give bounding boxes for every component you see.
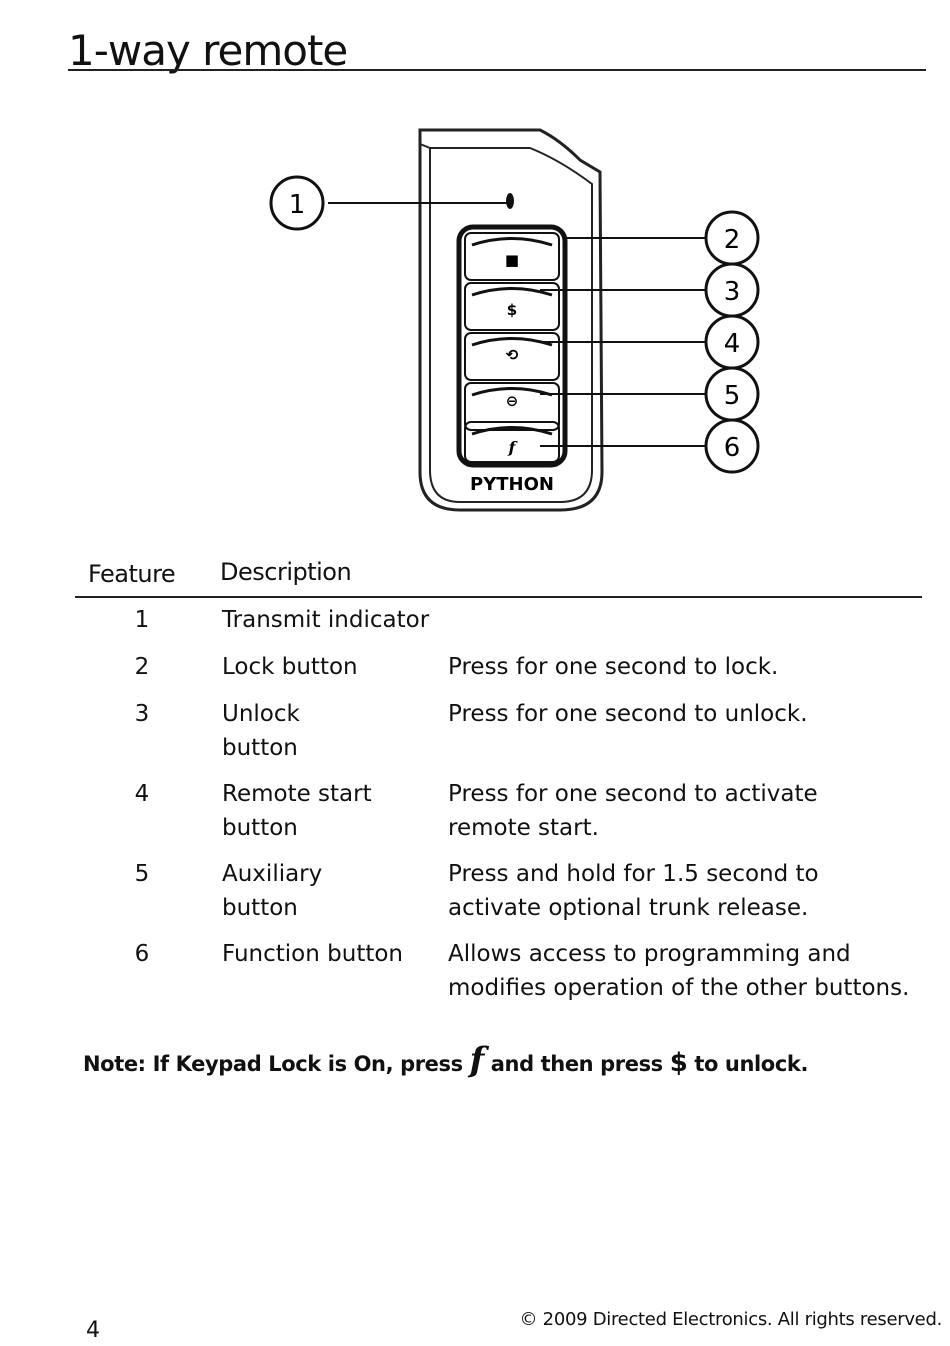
feature-number: 1 <box>134 607 150 633</box>
transmit-led <box>506 193 514 209</box>
feature-number: 3 <box>134 701 150 727</box>
callout-3: 3 <box>704 262 760 318</box>
lock-icon: ■ <box>505 251 519 269</box>
svg-text:6: 6 <box>724 433 741 463</box>
feature-number: 4 <box>134 781 150 807</box>
callout-1: 1 <box>269 175 325 231</box>
feature-number: 2 <box>134 654 150 680</box>
unlock-icon: $ <box>507 301 517 319</box>
feature-number: 6 <box>134 941 150 967</box>
aux-icon: ⊖ <box>506 392 519 410</box>
svg-text:2: 2 <box>724 225 741 255</box>
copyright-notice: © 2009 Directed Electronics. All rights … <box>519 1309 943 1330</box>
feature-name: Lock button <box>222 654 358 680</box>
column-header-feature: Feature <box>88 560 176 588</box>
unlock-symbol: $ <box>669 1048 688 1078</box>
feature-description: Press for one second to activate remote … <box>448 781 818 841</box>
function-symbol: f <box>469 1040 485 1080</box>
page-number: 4 <box>86 1318 100 1343</box>
callout-5: 5 <box>704 366 760 422</box>
callout-4: 4 <box>704 314 760 370</box>
feature-description: Press and hold for 1.5 second to activat… <box>448 861 819 921</box>
remote-start-icon: ⟲ <box>506 346 519 364</box>
svg-text:5: 5 <box>724 381 741 411</box>
note-text-start: Note: If Keypad Lock is On, press <box>83 1052 463 1076</box>
feature-description: Press for one second to lock. <box>448 654 779 680</box>
note-text-middle: and then press <box>490 1052 663 1076</box>
table-header-rule <box>75 596 922 598</box>
feature-name: Unlock button <box>222 701 300 761</box>
note-text-end: to unlock. <box>694 1052 809 1076</box>
keypad-frame <box>456 224 568 468</box>
callout-2: 2 <box>704 210 760 266</box>
feature-name: Transmit indicator <box>222 607 430 633</box>
feature-number: 5 <box>134 861 150 887</box>
feature-description: Press for one second to unlock. <box>448 701 808 727</box>
function-icon: f <box>508 438 519 457</box>
callout-6: 6 <box>704 418 760 474</box>
svg-text:1: 1 <box>289 190 306 220</box>
feature-description: Allows access to programming and modifie… <box>448 941 910 1001</box>
svg-text:3: 3 <box>724 277 741 307</box>
keypad-lock-note: Note: If Keypad Lock is On, press f and … <box>83 1040 808 1080</box>
feature-name: Function button <box>222 941 404 967</box>
title-underline <box>68 69 926 71</box>
column-header-description: Description <box>220 558 352 586</box>
remote-body-outline <box>418 128 604 512</box>
remote-body-inner <box>429 147 593 503</box>
remote-diagram: ■ $ ⟲ ⊖ f PYTHON 1 2 3 4 5 6 <box>269 128 760 512</box>
brand-logo: PYTHON <box>470 474 554 495</box>
feature-name: Remote start button <box>222 781 372 841</box>
svg-text:4: 4 <box>724 329 741 359</box>
page-title: 1-way remote <box>68 26 348 75</box>
feature-name: Auxiliary button <box>222 861 323 921</box>
